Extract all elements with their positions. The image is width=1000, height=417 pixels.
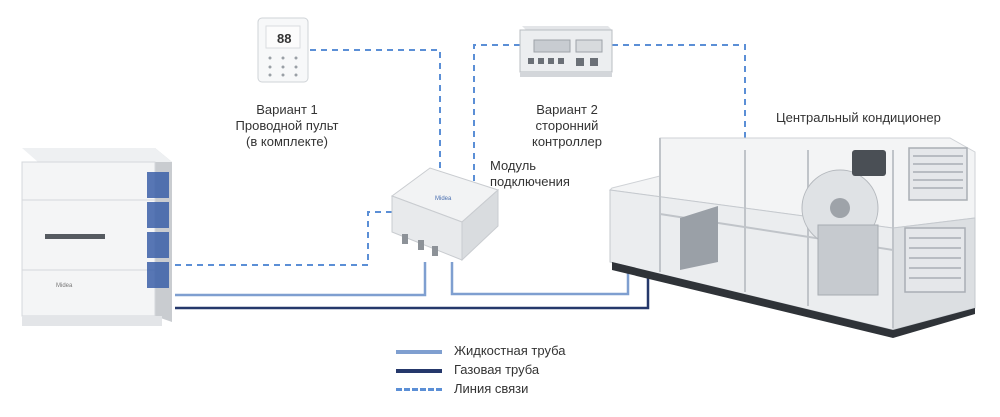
connection-module: Midea (390, 167, 499, 262)
module-label: Модуль подключения (490, 158, 570, 190)
signal-line-controller-to-ahu (612, 44, 746, 138)
ahu-louvers (904, 147, 968, 293)
signal-line-outdoor-to-module (175, 211, 392, 266)
option2-name: сторонний (535, 118, 599, 133)
legend-label-gas: Газовая труба (454, 362, 540, 377)
legend-label-liquid: Жидкостная труба (454, 343, 566, 358)
remote-display-digits: 88 (277, 31, 291, 46)
option1-title: Вариант 1 (256, 102, 318, 117)
legend-swatch-gas (396, 369, 442, 373)
wired-remote: 88 (257, 17, 309, 83)
option1-note: (в комплекте) (246, 134, 328, 149)
option1-label: Вариант 1 Проводной пульт (в комплекте) (236, 102, 339, 150)
legend-label-signal: Линия связи (454, 381, 529, 396)
outdoor-fan-grille (147, 172, 169, 288)
ahu-coil (817, 224, 879, 296)
ahu-label: Центральный кондиционер (776, 110, 941, 125)
option2-label: Вариант 2 сторонний контроллер (532, 102, 602, 150)
ahu-motor (852, 150, 886, 176)
module-label-line2: подключения (490, 174, 570, 189)
outdoor-unit: Midea (21, 148, 172, 326)
third-party-controller (519, 26, 613, 77)
outdoor-brand-logo: Midea (56, 283, 73, 289)
remote-buttons (268, 56, 298, 77)
signal-line-controller-to-module (473, 44, 520, 182)
air-handling-unit (608, 137, 976, 338)
legend-swatch-signal (396, 388, 442, 391)
controller-terminals (528, 58, 598, 66)
ahu-exchanger (680, 206, 718, 270)
option2-note: контроллер (531, 134, 603, 149)
signal-lines (175, 44, 746, 266)
option1-name: Проводной пульт (235, 118, 339, 133)
module-pipe-connectors (402, 234, 438, 256)
option2-title: Вариант 2 (536, 102, 598, 117)
legend-swatch-liquid (396, 350, 442, 354)
module-brand-logo: Midea (435, 196, 452, 202)
module-label-line1: Модуль (490, 158, 537, 173)
